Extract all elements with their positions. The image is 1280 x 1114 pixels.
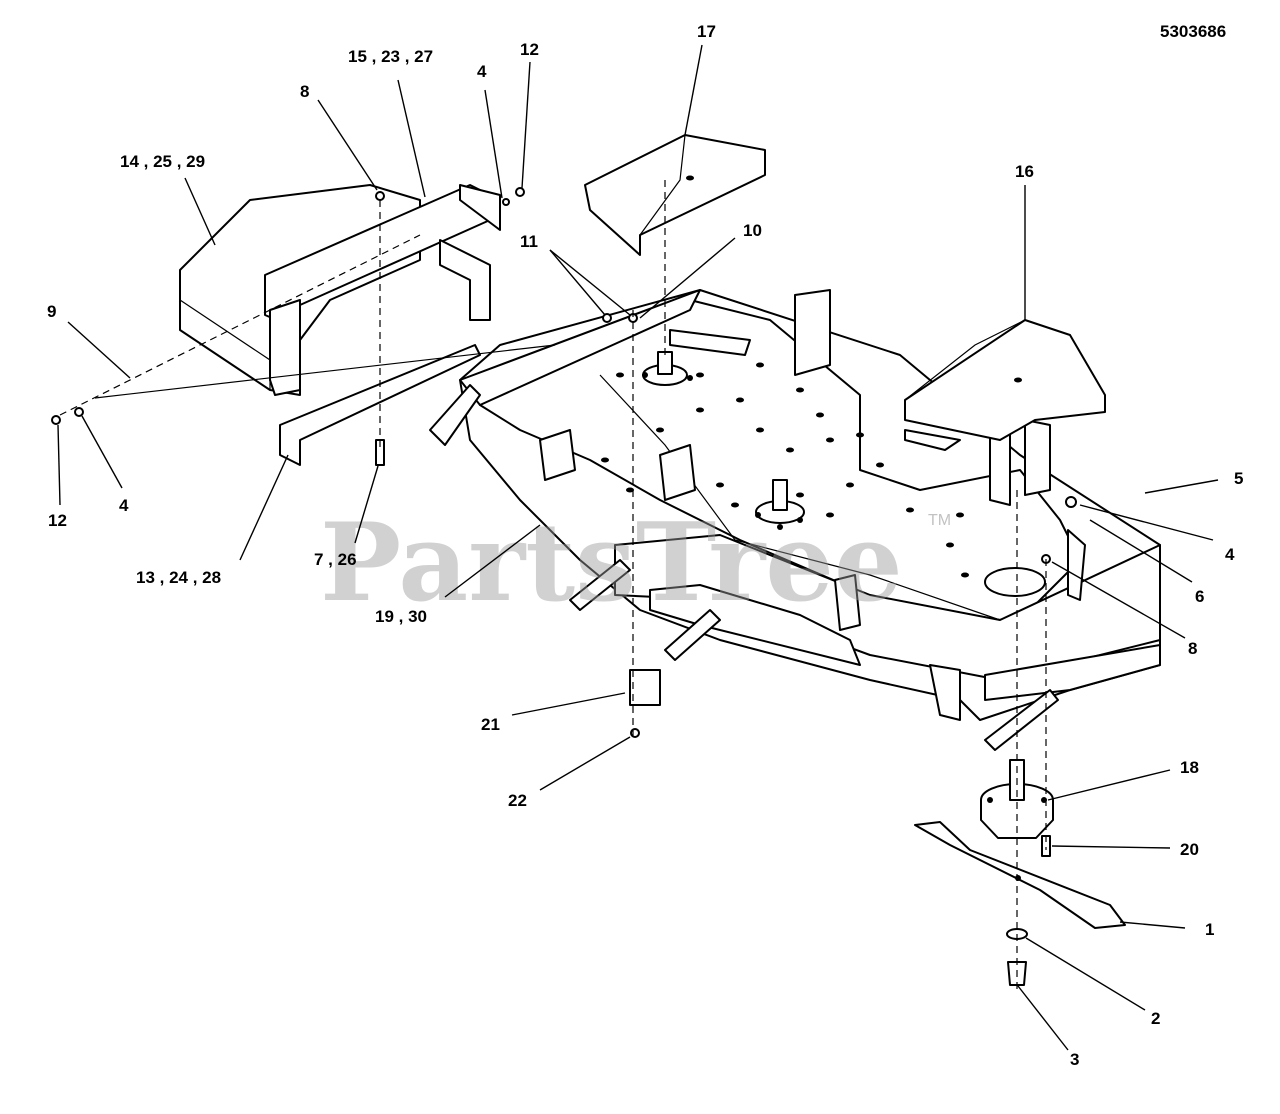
- watermark-text: PartsTree: [320, 500, 903, 626]
- part-13-strap: [279, 344, 481, 466]
- leader-lines: [57, 44, 1219, 1051]
- diagram-number: 5303686: [1160, 22, 1226, 41]
- callout-8-top: 8: [300, 82, 309, 101]
- callout-6: 6: [1195, 587, 1204, 606]
- callout-3: 3: [1070, 1050, 1079, 1069]
- callout-11: 11: [520, 232, 538, 251]
- callout-14-25-29: 14 , 25 , 29: [120, 152, 205, 171]
- callout-12-bottom: 12: [48, 511, 67, 530]
- callout-1: 1: [1205, 920, 1214, 939]
- part-16-cover: [904, 319, 1106, 451]
- callout-19-30: 19 , 30: [375, 607, 427, 626]
- callout-18: 18: [1180, 758, 1199, 777]
- deck-spindle-center: [755, 479, 805, 530]
- mower-deck: [429, 289, 1161, 751]
- callout-15-23-27: 15 , 23 , 27: [348, 47, 433, 66]
- part-17-cover: [584, 134, 766, 256]
- callout-9: 9: [47, 302, 56, 321]
- callout-20: 20: [1180, 840, 1199, 859]
- callout-4-right: 4: [1225, 545, 1235, 564]
- callout-4-left: 4: [119, 496, 129, 515]
- callout-17: 17: [697, 22, 716, 41]
- plate-holes: [601, 362, 969, 578]
- callout-12-top: 12: [520, 40, 539, 59]
- callout-21: 21: [481, 715, 500, 734]
- callout-22: 22: [508, 791, 527, 810]
- callout-13-24-28: 13 , 24 , 28: [136, 568, 221, 587]
- callout-16: 16: [1015, 162, 1034, 181]
- deck-spindle-left: [642, 351, 693, 386]
- callout-labels: 17 16 15 , 23 , 27 4 12 8 14 , 25 , 29 1…: [47, 22, 1243, 1069]
- part-9-rod: [59, 234, 556, 416]
- callout-2: 2: [1151, 1009, 1160, 1028]
- callout-10: 10: [743, 221, 762, 240]
- callout-5: 5: [1234, 469, 1243, 488]
- part-15-bracket: [264, 184, 501, 396]
- watermark-trademark: TM: [928, 512, 951, 529]
- callout-4-top: 4: [477, 62, 487, 81]
- callout-7-26: 7 , 26: [314, 550, 357, 569]
- callout-8-right: 8: [1188, 639, 1197, 658]
